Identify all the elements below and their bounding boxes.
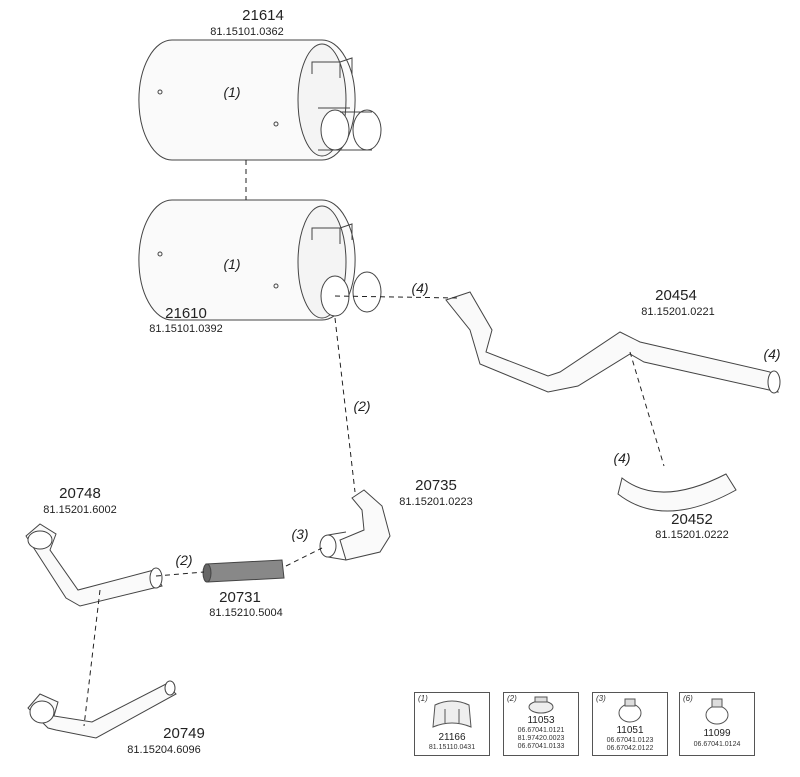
ref-21614: (1) bbox=[223, 84, 241, 100]
ref-20454: (4) bbox=[763, 346, 781, 362]
legend-number: 11053 bbox=[527, 715, 555, 726]
legend-ref: (3) bbox=[596, 694, 606, 703]
part-number-21614: 21614 bbox=[242, 7, 284, 24]
legend-ref: (2) bbox=[507, 694, 517, 703]
clamp-icon bbox=[528, 696, 554, 714]
flex-pipe-20731[interactable] bbox=[202, 559, 285, 583]
legend-code: 06.67041.0123 bbox=[606, 737, 654, 744]
connection-lines bbox=[83, 160, 665, 727]
part-code-21614: 81.15101.0362 bbox=[210, 26, 284, 38]
muffler-21610[interactable] bbox=[138, 199, 382, 321]
part-number-20452: 20452 bbox=[671, 511, 713, 528]
part-code-21610: 81.15101.0392 bbox=[149, 323, 223, 335]
legend-number: 11051 bbox=[616, 725, 644, 736]
legend-code: 06.67041.0121 bbox=[517, 727, 565, 734]
part-code-20748: 81.15201.6002 bbox=[43, 504, 117, 516]
legend-number: 21166 bbox=[438, 732, 466, 743]
legend-code: 06.67041.0124 bbox=[693, 741, 741, 748]
ref-muffler-to-20735: (2) bbox=[353, 398, 371, 414]
legend-box-4: (6) 11099 06.67041.0124 bbox=[679, 692, 755, 756]
legend-ref: (1) bbox=[418, 694, 428, 703]
legend-code: 81.15110.0431 bbox=[428, 744, 476, 751]
muffler-21614[interactable] bbox=[138, 39, 382, 161]
clamp-icon bbox=[705, 698, 729, 725]
elbow-20452[interactable] bbox=[617, 473, 737, 512]
part-code-20735: 81.15201.0223 bbox=[399, 496, 473, 508]
legend-number: 11099 bbox=[703, 728, 731, 739]
part-number-20748: 20748 bbox=[59, 485, 101, 502]
legend-box-3: (3) 11051 06.67041.0123 06.67042.0122 bbox=[592, 692, 668, 756]
ref-21610: (1) bbox=[223, 256, 241, 272]
legend-ref: (6) bbox=[683, 694, 693, 703]
sleeve-icon bbox=[432, 700, 472, 728]
part-number-20731: 20731 bbox=[219, 589, 261, 606]
legend-box-2: (2) 11053 06.67041.0121 81.97420.0023 06… bbox=[503, 692, 579, 756]
clamp-icon bbox=[618, 698, 642, 723]
part-number-20454: 20454 bbox=[655, 287, 697, 304]
part-code-20731: 81.15210.5004 bbox=[209, 607, 283, 619]
part-number-20749: 20749 bbox=[163, 725, 205, 742]
ref-20452: (4) bbox=[613, 450, 631, 466]
part-code-20454: 81.15201.0221 bbox=[641, 306, 715, 318]
bend-20735[interactable] bbox=[319, 489, 391, 561]
legend-code: 06.67042.0122 bbox=[606, 745, 654, 752]
legend-code: 81.97420.0023 bbox=[517, 735, 565, 742]
part-code-20452: 81.15201.0222 bbox=[655, 529, 729, 541]
legend-code: 06.67041.0133 bbox=[517, 743, 565, 750]
ref-20735-to-20731: (3) bbox=[291, 526, 309, 542]
part-number-20735: 20735 bbox=[415, 477, 457, 494]
downpipe-20748[interactable] bbox=[25, 523, 163, 607]
pipe-20454[interactable] bbox=[445, 291, 781, 394]
downpipe-20749[interactable] bbox=[27, 680, 177, 739]
ref-20748-to-20731: (2) bbox=[175, 552, 193, 568]
part-code-20749: 81.15204.6096 bbox=[127, 744, 201, 756]
legend-box-1: (1) 21166 81.15110.0431 bbox=[414, 692, 490, 756]
part-number-21610: 21610 bbox=[165, 305, 207, 322]
ref-muffler-to-pipe: (4) bbox=[411, 280, 429, 296]
